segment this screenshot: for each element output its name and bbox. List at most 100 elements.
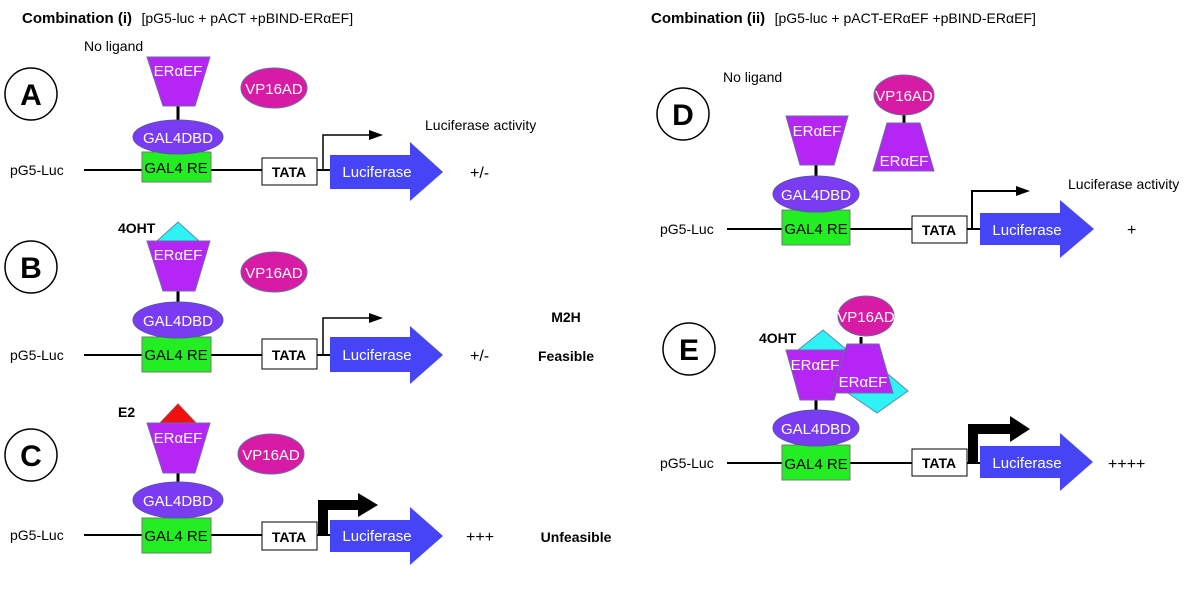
panel-b-tata-label: TATA [272,347,306,363]
combination-ii-title-detail: [pG5-luc + pACT-ERαEF +pBIND-ERαEF] [775,10,1036,26]
panel-d-activity-value: + [1127,222,1136,239]
panel-b-er-domain [146,240,211,292]
panel-b-vp16ad-label: VP16AD [245,265,303,282]
panel-a: A No ligand pG5-Luc ERαEF GAL4 RE GAL4DB… [4,38,536,201]
panel-c-luciferase-label: Luciferase [342,528,411,545]
panel-b-gal4dbd-label: GAL4DBD [143,313,213,330]
combination-ii-title: Combination (ii) [pG5-luc + pACT-ERαEF +… [651,10,1036,27]
m2h-feasible-label: Feasible [538,348,594,364]
panel-d-activity-header: Luciferase activity [1068,176,1179,192]
panel-d-gal4-re [781,209,851,246]
panel-c-ligand-label: E2 [118,404,135,420]
panel-d-tata-label: TATA [922,222,956,238]
panel-e-tata-label: TATA [922,455,956,471]
panel-d-tata-box [911,215,968,244]
panel-c-strong-transcription-arrow [318,493,378,536]
panel-c-vp16ad-label: VP16AD [242,447,300,464]
panel-d-er-dbd-label: ERαEF [793,123,842,140]
panel-d-vp16ad [873,74,935,116]
panel-a-ligand-label: No ligand [84,38,143,54]
panel-d-luciferase-label: Luciferase [992,222,1061,239]
panel-b-reporter-label: pG5-Luc [10,347,64,363]
panel-b-4oht-ligand [155,221,201,242]
panel-a-gal4dbd [132,119,224,155]
panel-e-4oht-ligand-dbd [796,329,849,351]
panel-c-gal4-re-label: GAL4 RE [144,528,207,545]
panel-b-ligand-label: 4OHT [118,220,156,236]
panel-e-gal4-re-label: GAL4 RE [784,456,847,473]
combination-i-title: Combination (i) [pG5-luc + pACT +pBIND-E… [22,10,353,27]
panel-d-er-act-label: ERαEF [880,153,929,170]
panel-c-er-domain [146,422,211,474]
panel-a-tata-label: TATA [272,164,306,180]
panel-d-er-domain-act [872,122,935,172]
panel-e-gal4dbd [772,409,860,447]
panel-c-er-label: ERαEF [154,430,203,447]
panel-b-vp16ad [240,251,308,293]
m2h-unfeasible-label: Unfeasible [541,529,612,545]
panel-b-badge [4,240,58,294]
panel-a-gal4dbd-label: GAL4DBD [143,130,213,147]
panel-a-luciferase-gene [330,142,443,201]
panel-e-er-dbd-label: ERαEF [791,357,840,374]
panel-e-luciferase-gene [980,433,1093,491]
panel-d-ligand-label: No ligand [723,69,782,85]
panel-b-luciferase-label: Luciferase [342,347,411,364]
panel-a-reporter-label: pG5-Luc [10,162,64,178]
panel-d-luciferase-gene [980,200,1094,258]
panel-e-letter: E [679,334,699,367]
combination-i-title-bold: Combination (i) [22,10,132,27]
panel-e: E 4OHT pG5-Luc ERαEF VP16AD ERαEF GAL4 R… [660,295,1145,491]
panel-a-gal4-re [141,151,212,183]
panel-e-tata-box [911,448,968,477]
panel-a-badge [4,67,58,121]
panel-a-tata-box [261,157,318,186]
panel-a-luciferase-label: Luciferase [342,164,411,181]
panel-b-transcription-arrow [322,313,383,356]
panel-e-er-act-label: ERαEF [839,374,888,391]
panel-e-er-domain-act [830,343,894,394]
panel-b-activity-value: +/- [470,348,489,365]
panel-d-letter: D [672,99,694,132]
panel-e-activity-value: ++++ [1108,456,1145,473]
panel-d-gal4-re-label: GAL4 RE [784,221,847,238]
panel-d: D No ligand pG5-Luc ERαEF GAL4 RE GAL4DB… [656,69,1179,258]
panel-d-badge [656,87,710,141]
panel-e-vp16ad-label: VP16AD [837,309,895,326]
panel-c-luciferase-gene [330,507,443,565]
panel-c-activity-value: +++ [466,529,494,546]
panel-c-gal4dbd [132,481,224,519]
panel-e-gal4dbd-label: GAL4DBD [781,421,851,438]
panel-a-activity-header: Luciferase activity [425,117,536,133]
panel-a-activity-value: +/- [470,165,489,182]
panel-c-reporter-label: pG5-Luc [10,527,64,543]
panel-b-er-label: ERαEF [154,247,203,264]
panel-e-vp16ad [837,295,895,337]
panel-c-vp16ad [237,433,305,475]
panel-b-gal4dbd [132,301,224,339]
panel-c-tata-box [261,521,318,551]
panel-d-er-domain-dbd [785,115,849,166]
panel-d-reporter-label: pG5-Luc [660,221,714,237]
panel-b-gal4-re-label: GAL4 RE [144,347,207,364]
panel-a-transcription-arrow [322,130,383,171]
panel-d-vp16ad-label: VP16AD [875,88,933,105]
panel-a-letter: A [20,79,42,112]
panel-c: C E2 pG5-Luc ERαEF GAL4 RE GAL4DBD VP16A… [4,403,612,565]
panel-d-gal4dbd [772,175,860,213]
panel-e-reporter-label: pG5-Luc [660,455,714,471]
panel-d-transcription-arrow [971,186,1030,230]
panel-b-letter: B [20,252,42,285]
panel-c-e2-ligand [158,403,198,424]
panel-c-badge [4,428,58,482]
panel-a-gal4-re-label: GAL4 RE [144,160,207,177]
panel-a-vp16ad-label: VP16AD [245,81,303,98]
combination-i-title-detail: [pG5-luc + pACT +pBIND-ERαEF] [141,10,353,26]
panel-c-gal4-re [141,517,212,554]
panel-a-er-label: ERαEF [154,63,203,80]
panel-d-gal4dbd-label: GAL4DBD [781,187,851,204]
panel-b: B 4OHT pG5-Luc ERαEF GAL4 RE GAL4DBD VP1… [4,220,594,384]
combination-ii-title-bold: Combination (ii) [651,10,765,27]
panel-c-tata-label: TATA [272,529,306,545]
